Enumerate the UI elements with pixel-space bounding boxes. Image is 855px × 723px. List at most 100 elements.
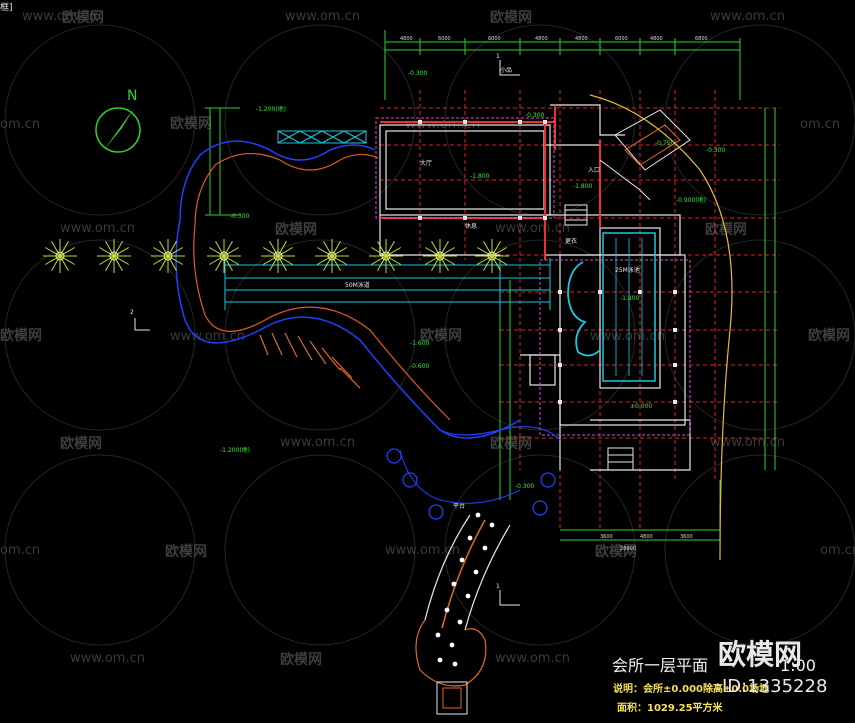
watermark-url: om.cn	[0, 543, 40, 558]
watermark-cn: 欧模网	[808, 327, 850, 344]
column	[673, 363, 677, 367]
svg-text:6000: 6000	[438, 36, 451, 42]
lap-lane-50m	[224, 258, 551, 310]
watermark-url: www.om.cn	[710, 435, 785, 450]
drawing-note: 说明：会所±0.000除高±0.0场地	[613, 682, 769, 695]
svg-text:4800: 4800	[535, 36, 548, 42]
lap-lane-label: 50M泳道	[345, 281, 370, 289]
column	[518, 120, 522, 124]
logo-watermark: 欧模网	[718, 638, 802, 671]
column	[463, 216, 467, 220]
watermark-cn: 欧模网	[170, 115, 212, 132]
watermark-url: www.om.cn	[70, 651, 145, 666]
watermark-url: om.cn	[800, 117, 840, 132]
drawing-scale: 1:00	[780, 656, 816, 675]
watermark-cn: 欧模网	[165, 543, 207, 560]
watermark-cn: 欧模网	[275, 221, 317, 238]
columns	[418, 120, 677, 404]
walkway-light	[452, 661, 458, 667]
watermark-circles	[4, 24, 855, 646]
tree-icon	[315, 239, 349, 273]
watermark-texts: www.om.cn 欧模网 www.om.cn 欧模网 www.om.cn om…	[0, 9, 855, 668]
watermark-cn: 欧模网	[60, 435, 102, 452]
walkway-light	[467, 535, 473, 541]
svg-text:-0.750: -0.750	[655, 140, 675, 147]
axis-label-top: 1	[496, 53, 500, 60]
svg-text:休息: 休息	[465, 222, 477, 230]
svg-text:4800: 4800	[400, 36, 413, 42]
garden-paths	[175, 140, 561, 504]
svg-text:-0.900(地): -0.900(地)	[676, 196, 706, 204]
svg-text:3600: 3600	[680, 534, 693, 540]
svg-text:大厅: 大厅	[420, 159, 432, 167]
svg-text:-1.600: -1.600	[410, 340, 430, 347]
walkway-light	[437, 657, 443, 663]
svg-text:-1.800: -1.800	[620, 295, 640, 302]
walkway-light	[449, 642, 455, 648]
site-road	[589, 94, 733, 561]
watermark-cn: 欧模网	[0, 327, 42, 344]
window-corner-tag: 框]	[0, 3, 13, 13]
tree-icon	[97, 239, 131, 273]
svg-text:小品: 小品	[500, 66, 512, 74]
pool-25m: 25M泳池	[567, 232, 656, 382]
watermark-url: www.om.cn	[710, 9, 785, 24]
watermark-url: www.om.cn	[170, 329, 245, 344]
column	[638, 290, 642, 294]
walkway-light	[444, 607, 450, 613]
svg-text:入口: 入口	[588, 167, 600, 174]
watermark-url: www.om.cn	[385, 543, 460, 558]
title-block: 会所一层平面 1:00 说明：会所±0.000除高±0.0场地 面积：1029.…	[612, 638, 827, 714]
column	[673, 400, 677, 404]
room-labels: 小品 入口 大厅 休息 更衣 平台	[420, 66, 600, 510]
section-marks	[134, 60, 520, 606]
drawing-area: 面积：1029.25平方米	[617, 701, 724, 714]
column	[558, 328, 562, 332]
walkway-light	[475, 512, 481, 518]
drawing-title: 会所一层平面	[612, 656, 708, 675]
walkway-light	[435, 632, 441, 638]
id-watermark: ID:1335228	[722, 676, 827, 697]
svg-text:6800: 6800	[695, 36, 708, 42]
axis-label-left: 2	[130, 309, 134, 316]
svg-text:6000: 6000	[615, 36, 628, 42]
walkway	[415, 514, 511, 715]
walkway-light	[457, 619, 463, 625]
svg-text:-0.300: -0.300	[230, 213, 250, 220]
watermark-url: www.om.cn	[280, 435, 355, 450]
column	[418, 120, 422, 124]
walkway-light	[465, 593, 471, 599]
watermark-url: www.om.cn	[285, 9, 360, 24]
column	[543, 216, 547, 220]
svg-text:28800: 28800	[620, 546, 636, 552]
walls	[380, 105, 601, 260]
svg-text:-1.200(地): -1.200(地)	[220, 446, 250, 454]
watermark-cn: 欧模网	[280, 651, 322, 668]
stepping-stones	[386, 448, 556, 520]
trellis	[277, 130, 367, 144]
pool-25-label: 25M泳池	[615, 266, 640, 274]
compass-label: N	[127, 88, 137, 104]
column	[673, 290, 677, 294]
column	[418, 216, 422, 220]
svg-text:4800: 4800	[575, 36, 588, 42]
walkway-light	[482, 545, 488, 551]
svg-text:6000: 6000	[488, 36, 501, 42]
watermark-cn: 欧模网	[62, 9, 104, 26]
watermark-url: www.om.cn	[495, 221, 570, 236]
tree-icon	[261, 239, 295, 273]
watermark-url: www.om.cn	[60, 221, 135, 236]
walkway-lights	[435, 512, 495, 667]
tree-icon	[151, 239, 185, 273]
svg-text:-1.200(地): -1.200(地)	[256, 105, 286, 113]
svg-text:-1.800: -1.800	[573, 183, 593, 190]
walkway-light	[459, 557, 465, 563]
svg-text:3600: 3600	[600, 534, 613, 540]
north-arrow-icon: N	[95, 88, 141, 153]
svg-text:4800: 4800	[640, 534, 653, 540]
svg-text:更衣: 更衣	[565, 237, 577, 245]
column	[518, 216, 522, 220]
svg-text:-0.300: -0.300	[515, 483, 535, 490]
svg-text:-0.300: -0.300	[706, 147, 726, 154]
